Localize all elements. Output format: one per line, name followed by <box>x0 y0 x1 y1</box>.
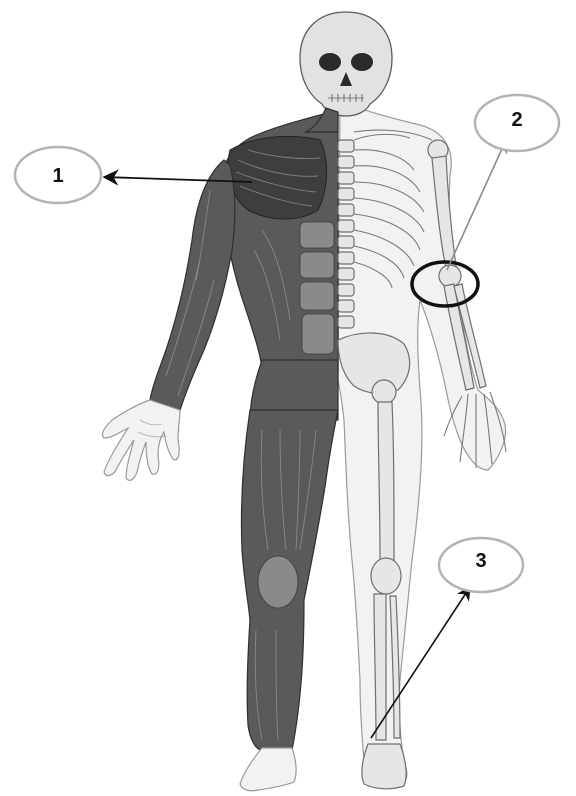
left-knee <box>258 556 298 608</box>
right-hip-joint <box>372 380 396 404</box>
callout-3-label: 3 <box>475 550 486 572</box>
left-hand <box>102 400 180 480</box>
callout-2: 2 <box>475 95 559 151</box>
left-foot <box>240 748 296 791</box>
callout-1-label: 1 <box>52 165 63 187</box>
left-arm-muscles <box>150 160 235 410</box>
right-foot-bones <box>362 744 406 789</box>
callout-3: 3 <box>439 538 523 592</box>
arrow-2 <box>447 140 506 270</box>
callout-2-label: 2 <box>511 109 522 131</box>
skull <box>300 12 392 116</box>
human-body-illustration <box>102 12 506 791</box>
callout-1: 1 <box>15 147 101 203</box>
skin-silhouette-right <box>338 100 506 788</box>
